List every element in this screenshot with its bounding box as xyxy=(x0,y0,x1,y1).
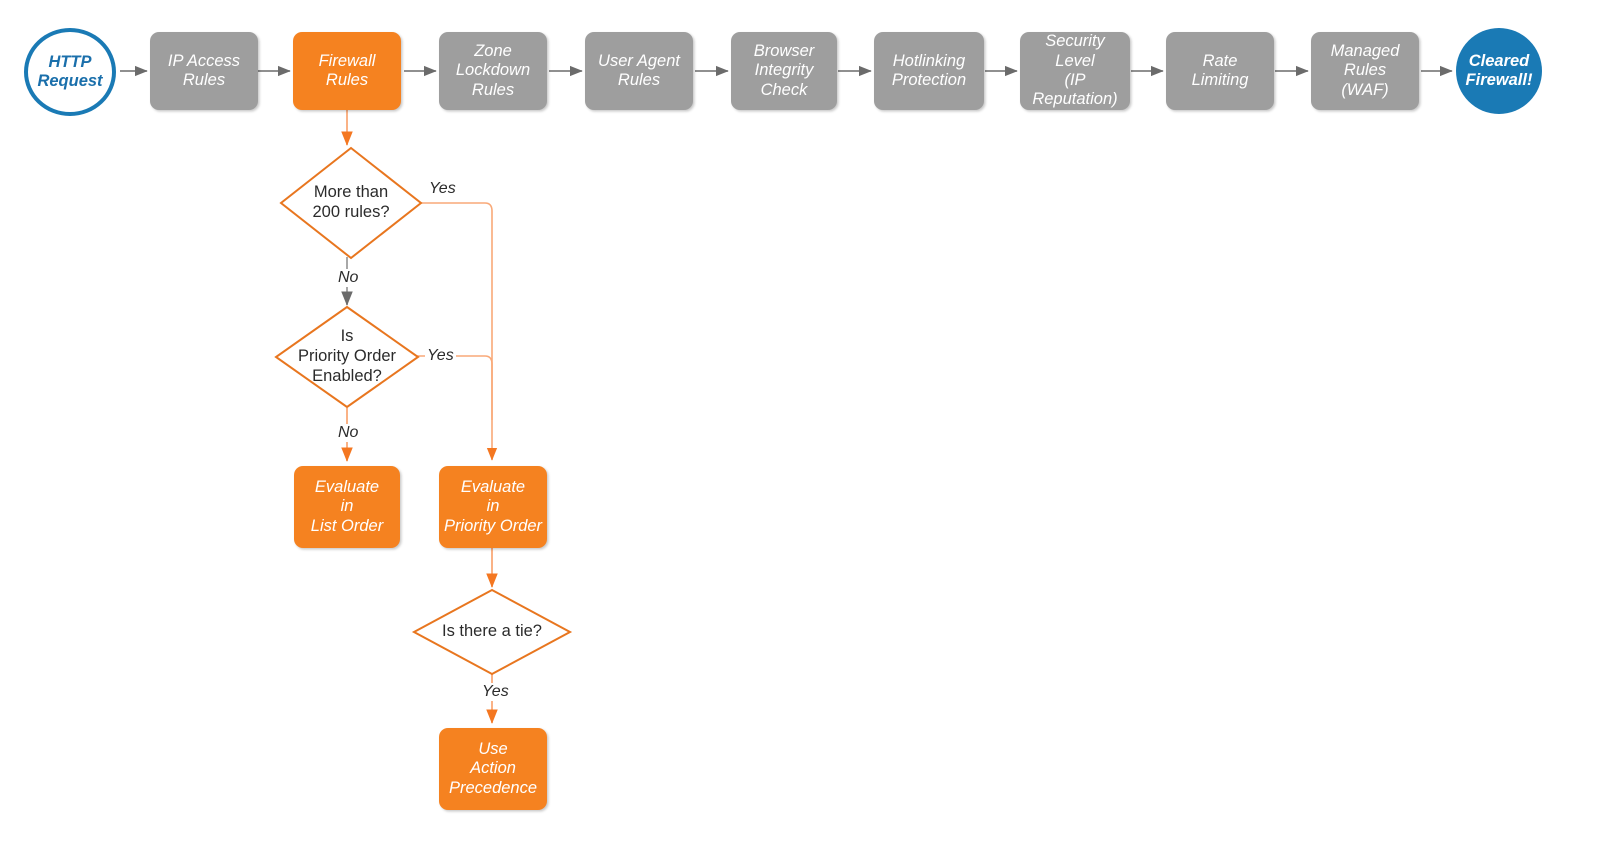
node-browser-integrity-check[interactable]: Browser Integrity Check xyxy=(731,32,837,110)
diamond-is-there-a-tie xyxy=(411,588,573,676)
node-managed-rules-waf[interactable]: Managed Rules (WAF) xyxy=(1311,32,1419,110)
node-zone-lockdown-rules[interactable]: Zone Lockdown Rules xyxy=(439,32,547,110)
node-firewall-rules-label: Firewall Rules xyxy=(318,51,376,89)
diamond-is-priority-order-enabled xyxy=(274,305,420,409)
node-browser-integrity-check-label: Browser Integrity Check xyxy=(753,41,815,99)
decision-is-there-a-tie-text: Is there a tie? xyxy=(442,622,542,641)
node-evaluate-in-list-order-label: Evaluate in List Order xyxy=(310,477,384,535)
node-evaluate-in-list-order[interactable]: Evaluate in List Order xyxy=(294,466,400,548)
node-http-request[interactable]: HTTP Request xyxy=(24,28,116,116)
node-rate-limiting[interactable]: Rate Limiting xyxy=(1166,32,1274,110)
node-use-action-precedence[interactable]: Use Action Precedence xyxy=(439,728,547,810)
node-zone-lockdown-rules-label: Zone Lockdown Rules xyxy=(455,41,531,99)
decision-more-than-200-rules-text: More than 200 rules? xyxy=(312,183,390,221)
edge-priority-order-yes xyxy=(417,355,493,420)
edge-label-priority-order-yes: Yes xyxy=(425,347,456,365)
node-hotlinking-protection-label: Hotlinking Protection xyxy=(891,51,967,89)
decision-is-priority-order-enabled-text: Is Priority Order Enabled? xyxy=(297,327,397,385)
node-http-request-label: HTTP Request xyxy=(37,52,103,90)
node-security-level[interactable]: Security Level (IP Reputation) xyxy=(1020,32,1130,110)
node-evaluate-in-priority-order[interactable]: Evaluate in Priority Order xyxy=(439,466,547,548)
edge-label-priority-order-no: No xyxy=(336,424,361,442)
node-evaluate-in-priority-order-label: Evaluate in Priority Order xyxy=(443,477,543,535)
decision-is-there-a-tie-label[interactable]: Is there a tie? xyxy=(416,618,568,646)
edge-more-than-200-yes xyxy=(420,202,498,461)
edge-label-more-than-200-no: No xyxy=(336,269,361,287)
node-managed-rules-waf-label: Managed Rules (WAF) xyxy=(1330,41,1400,99)
decision-is-priority-order-enabled-label[interactable]: Is Priority Order Enabled? xyxy=(272,321,422,393)
node-cleared-firewall-label: Cleared Firewall! xyxy=(1465,51,1533,89)
edge-label-tie-yes: Yes xyxy=(480,683,511,701)
node-use-action-precedence-label: Use Action Precedence xyxy=(448,739,538,797)
node-user-agent-rules-label: User Agent Rules xyxy=(598,51,680,89)
edge-label-more-than-200-yes: Yes xyxy=(427,180,458,198)
node-cleared-firewall[interactable]: Cleared Firewall! xyxy=(1456,28,1542,114)
decision-more-than-200-rules-label[interactable]: More than 200 rules? xyxy=(281,173,421,233)
node-firewall-rules[interactable]: Firewall Rules xyxy=(293,32,401,110)
diamond-more-than-200-rules xyxy=(279,146,423,260)
node-security-level-label: Security Level (IP Reputation) xyxy=(1032,32,1118,109)
node-ip-access-rules-label: IP Access Rules xyxy=(167,51,241,89)
node-ip-access-rules[interactable]: IP Access Rules xyxy=(150,32,258,110)
node-hotlinking-protection[interactable]: Hotlinking Protection xyxy=(874,32,984,110)
node-rate-limiting-label: Rate Limiting xyxy=(1191,51,1249,89)
node-user-agent-rules[interactable]: User Agent Rules xyxy=(585,32,693,110)
